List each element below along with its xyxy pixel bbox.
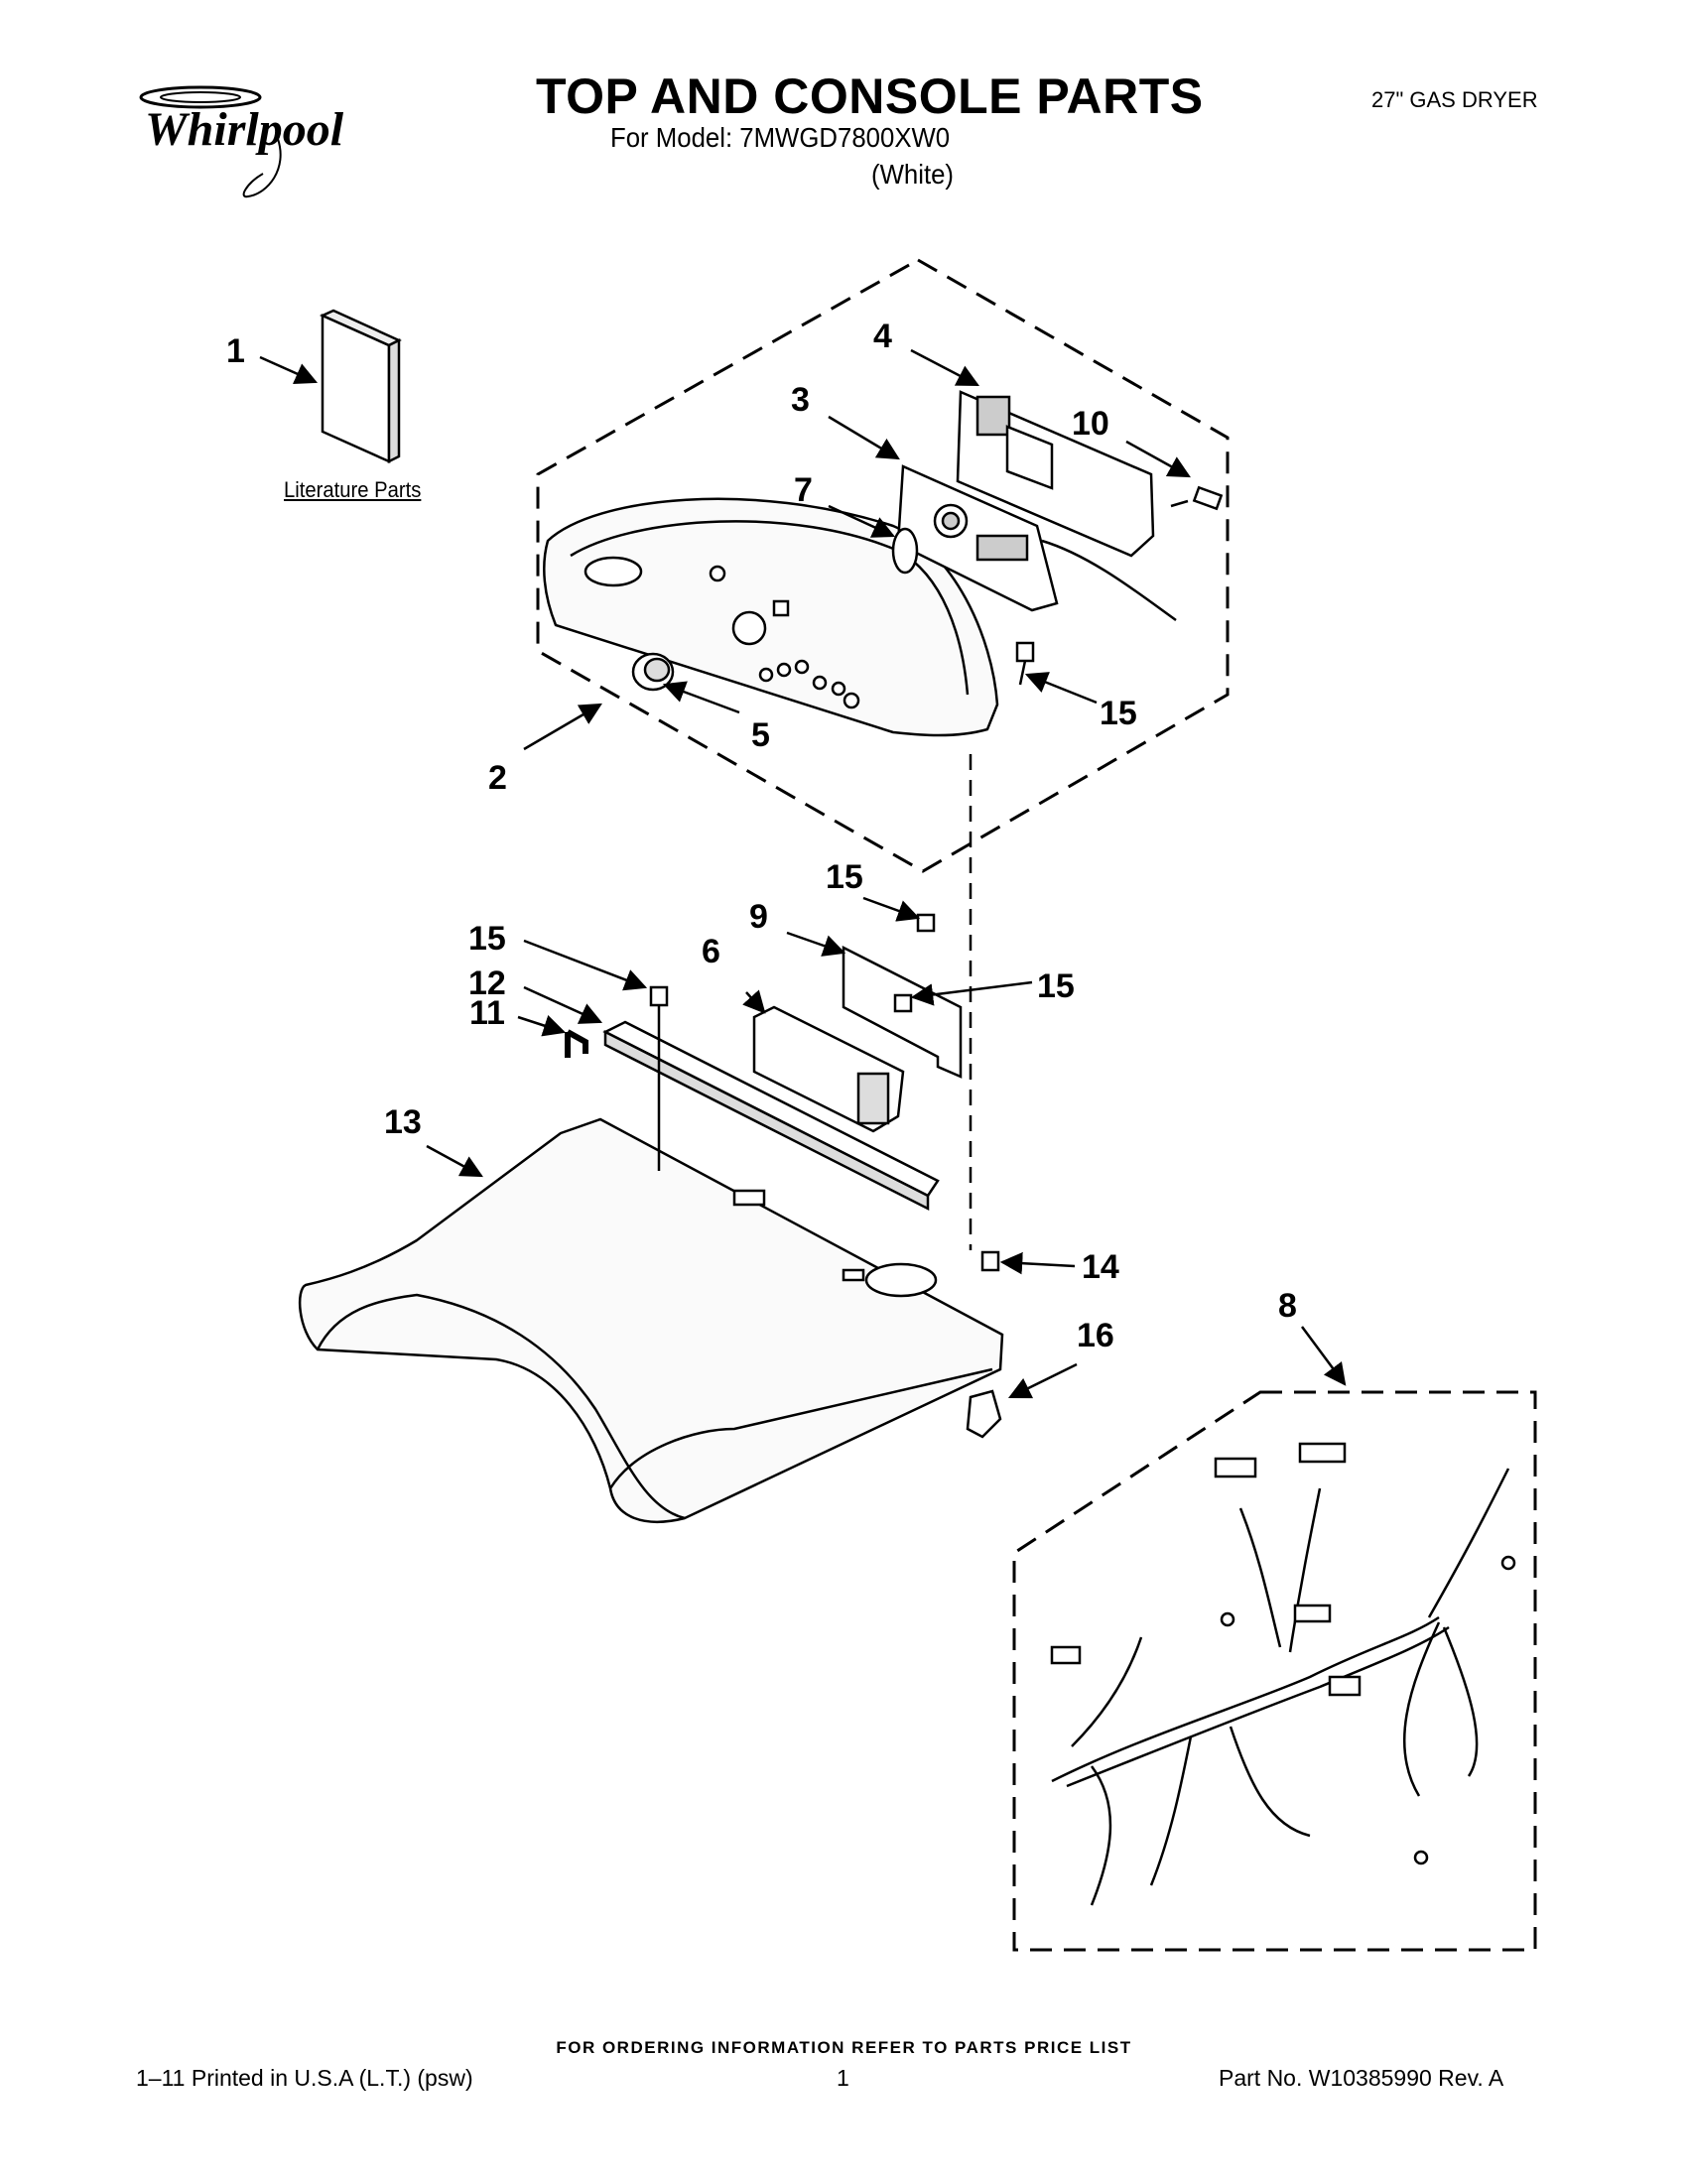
screw-icon	[1170, 485, 1224, 511]
model-color: (White)	[871, 159, 955, 190]
callout-leaders	[259, 348, 1347, 1399]
top-panel	[298, 1117, 1004, 1523]
callout-15-trim: 15	[468, 920, 506, 958]
model-number: For Model: 7MWGD7800XW0	[610, 122, 951, 153]
screw-icon	[1015, 641, 1035, 686]
ordering-note: FOR ORDERING INFORMATION REFER TO PARTS …	[556, 2038, 1132, 2057]
callout-8: 8	[1278, 1287, 1297, 1325]
screw-icon	[649, 985, 669, 1171]
callout-2: 2	[488, 759, 507, 797]
callout-16: 16	[1077, 1317, 1114, 1354]
console-assembly-boundary	[536, 258, 1230, 873]
print-info: 1–11 Printed in U.S.A (L.T.) (psw)	[136, 2065, 473, 2091]
knob-icon	[631, 652, 675, 692]
callout-7: 7	[794, 471, 813, 509]
callout-9: 9	[749, 898, 768, 936]
page-number: 1	[837, 2065, 849, 2091]
screw-icon	[893, 913, 936, 1013]
callout-4: 4	[873, 318, 892, 355]
wire-harness	[1050, 1442, 1516, 1906]
hex-key-icon	[565, 1029, 588, 1058]
whirlpool-logo: Whirlpool	[139, 85, 344, 198]
ui-board	[956, 390, 1155, 558]
callout-15-console: 15	[1100, 695, 1137, 732]
console-trim	[602, 1020, 940, 1212]
callout-5: 5	[751, 716, 770, 754]
callout-6: 6	[702, 933, 720, 970]
callout-1: 1	[226, 332, 245, 370]
callout-15-bracket-side: 15	[1037, 967, 1075, 1005]
relay-board	[752, 1005, 905, 1133]
product-type: 27" GAS DRYER	[1371, 87, 1538, 112]
literature-parts-label: Literature Parts	[284, 477, 422, 502]
callout-3: 3	[791, 381, 810, 419]
wire-lead	[1041, 539, 1177, 622]
logo-swirl-icon	[139, 85, 262, 109]
callout-12: 12	[468, 964, 506, 1002]
screw-icon	[980, 1250, 1000, 1272]
lens-disc-icon	[891, 527, 919, 575]
callout-14: 14	[1082, 1248, 1119, 1286]
console-panel	[543, 497, 999, 737]
part-number: Part No. W10385990 Rev. A	[1219, 2065, 1504, 2091]
page-title: TOP AND CONSOLE PARTS	[536, 68, 1204, 124]
brand-wordmark: Whirlpool	[145, 103, 344, 156]
callout-11: 11	[469, 994, 505, 1032]
callout-15-bracket-top: 15	[826, 858, 863, 896]
callout-13: 13	[384, 1103, 422, 1141]
callout-10: 10	[1072, 405, 1109, 443]
clip-icon	[966, 1389, 1002, 1439]
literature-book-icon	[319, 309, 402, 464]
wire-harness-boundary	[1012, 1390, 1537, 1952]
